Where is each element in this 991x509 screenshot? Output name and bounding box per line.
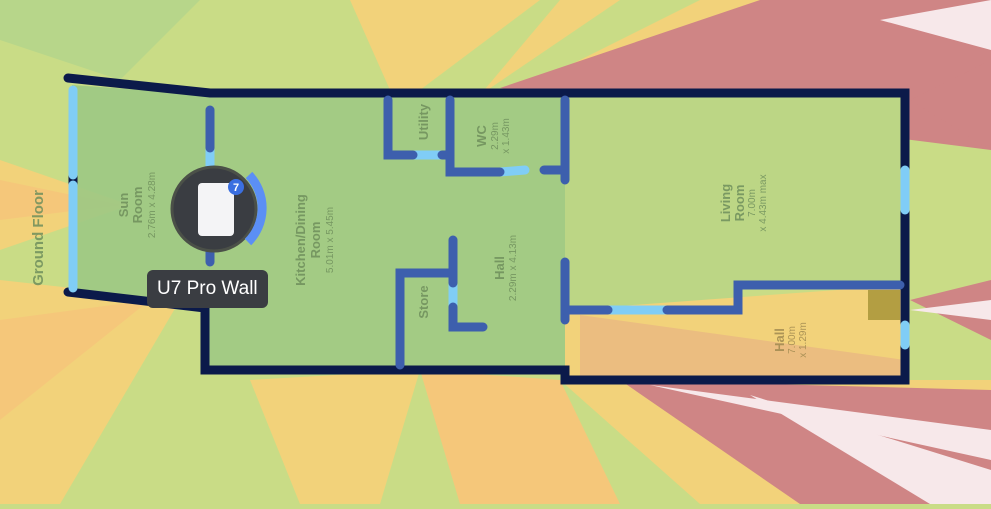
floor-label: Ground Floor	[30, 190, 47, 286]
room-label-wc: WC	[474, 125, 489, 147]
ap-name-label: U7 Pro Wall	[147, 270, 268, 308]
room-label-store: Store	[416, 285, 431, 318]
floor-area	[72, 85, 905, 380]
direction-arc	[244, 171, 267, 246]
room-label-kitchen: Kitchen/Dining	[293, 194, 308, 286]
room-dims-hall: 2.29m x 4.13m	[508, 235, 519, 301]
room-dims-sun-room: 2.76m x 4.28m	[147, 172, 158, 238]
room-label-kitchen-2: Room	[308, 222, 323, 259]
room-label-sun-room-2: Room	[130, 187, 145, 224]
room-label-living: Living	[718, 184, 733, 222]
ap-device-icon	[198, 183, 234, 236]
room-dims-hall-2-2: x 1.29m	[798, 322, 809, 358]
room-label-hall: Hall	[492, 256, 507, 280]
room-label-hall-2: Hall	[772, 328, 787, 352]
room-label-living-2: Room	[732, 185, 747, 222]
access-point-marker[interactable]: 7	[170, 165, 267, 253]
room-labels: Ground Floor Sun Room 2.76m x 4.28m Kitc…	[30, 103, 809, 358]
room-label-utility: Utility	[416, 103, 431, 140]
room-dims-wc-1: 2.29m	[490, 122, 501, 150]
room-dims-living-1: 7.00m	[747, 189, 758, 217]
room-dims-kitchen: 5.01m x 5.45m	[325, 207, 336, 273]
walls	[63, 73, 910, 385]
room-dims-wc-2: x 1.43m	[501, 118, 512, 154]
wifi7-badge-text: 7	[233, 182, 239, 194]
room-dims-hall-2-1: 7.00m	[787, 326, 798, 354]
wifi7-badge	[228, 179, 244, 195]
inner-walls	[205, 95, 905, 370]
room-dims-living-2: x 4.43m max	[758, 174, 769, 231]
room-label-sun-room: Sun	[116, 193, 131, 218]
